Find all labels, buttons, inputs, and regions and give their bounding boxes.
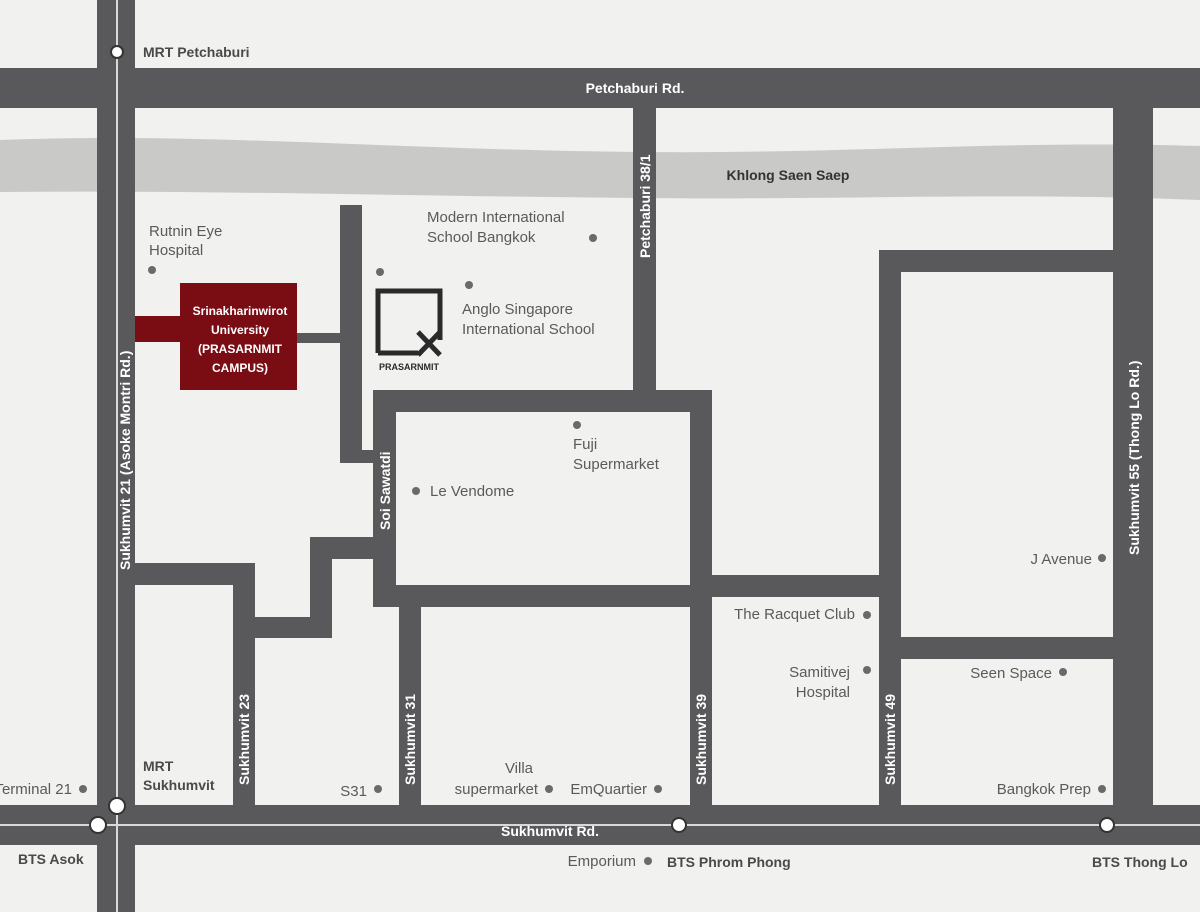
- place-emporium: Emporium: [568, 853, 636, 870]
- road-label-petchaburi-38: Petchaburi 38/1: [637, 154, 653, 258]
- place-marker: [644, 857, 652, 865]
- place-marker: [589, 234, 597, 242]
- place-s31: S31: [340, 783, 367, 800]
- station-label-mrt-sukhumvit: Sukhumvit: [143, 777, 215, 793]
- place-marker: [863, 666, 871, 674]
- place-modern-school: School Bangkok: [427, 229, 536, 246]
- university-line: Srinakharinwirot: [193, 304, 288, 318]
- place-marker: [545, 785, 553, 793]
- place-marker: [376, 268, 384, 276]
- place-marker: [1098, 554, 1106, 562]
- road-s31: [399, 597, 421, 808]
- place-j-avenue: J Avenue: [1031, 551, 1092, 568]
- place-marker: [654, 785, 662, 793]
- place-villa: Villa: [505, 760, 534, 777]
- road-cross-2: [690, 575, 901, 597]
- place-fuji: Supermarket: [573, 456, 660, 473]
- road-north-soi-link: [340, 450, 396, 463]
- station-label-bts-thong-lo: BTS Thong Lo: [1092, 854, 1188, 870]
- university-line: University: [211, 323, 269, 337]
- place-marker: [1059, 668, 1067, 676]
- road-label-s39: Sukhumvit 39: [693, 694, 709, 785]
- station-mrt-sukhumvit-icon[interactable]: [108, 797, 126, 815]
- place-modern-school: Modern International: [427, 209, 565, 226]
- road-soi-sawatdi-top: [373, 390, 712, 412]
- place-racquet-club: The Racquet Club: [734, 606, 855, 623]
- road-label-soi-sawatdi: Soi Sawatdi: [377, 451, 393, 530]
- place-anglo: International School: [462, 321, 595, 338]
- road-north-soi: [340, 205, 362, 463]
- university-block[interactable]: Srinakharinwirot University (PRASARNMIT …: [180, 283, 297, 390]
- road-stair-3: [233, 617, 332, 638]
- road-label-s49: Sukhumvit 49: [882, 694, 898, 785]
- station-bts-phrom-phong-icon[interactable]: [671, 817, 687, 833]
- road-petchaburi-38: [633, 108, 656, 400]
- station-mrt-petchaburi-icon[interactable]: [110, 45, 124, 59]
- road-label-petchaburi: Petchaburi Rd.: [586, 80, 685, 96]
- place-emquartier: EmQuartier: [570, 781, 647, 798]
- road-s23: [233, 563, 255, 808]
- station-label-bts-phrom-phong: BTS Phrom Phong: [667, 854, 791, 870]
- road-label-asoke: Sukhumvit 21 (Asoke Montri Rd.): [117, 351, 133, 570]
- road-label-sukhumvit: Sukhumvit Rd.: [501, 823, 599, 839]
- place-rutnin: Hospital: [149, 242, 203, 259]
- road-label-thonglo: Sukhumvit 55 (Thong Lo Rd.): [1126, 361, 1142, 555]
- university-box: [180, 283, 297, 390]
- logo-x: [378, 330, 442, 357]
- place-samitivej: Hospital: [796, 684, 850, 701]
- place-rutnin: Rutnin Eye: [149, 223, 222, 240]
- station-label-mrt-sukhumvit: MRT: [143, 758, 174, 774]
- university-line: (PRASARNMIT: [198, 342, 283, 356]
- place-marker: [863, 611, 871, 619]
- place-terminal-21: Terminal 21: [0, 781, 72, 798]
- canal-khlong-saen-saep: [0, 137, 1200, 200]
- road-s49-mid: [901, 637, 1113, 659]
- road-petchaburi: [0, 68, 1200, 108]
- place-fuji: Fuji: [573, 436, 597, 453]
- road-stair-2: [310, 537, 332, 638]
- road-uni-link: [297, 333, 342, 343]
- road-s49-top: [879, 250, 1113, 272]
- university-connector: [135, 316, 185, 342]
- station-bts-thong-lo-icon[interactable]: [1099, 817, 1115, 833]
- place-villa: supermarket: [455, 781, 539, 798]
- place-samitivej: Samitivej: [789, 664, 850, 681]
- road-label-s23: Sukhumvit 23: [236, 694, 252, 785]
- road-thonglo: [1113, 108, 1153, 808]
- place-marker: [1098, 785, 1106, 793]
- road-s23-link: [135, 563, 255, 585]
- road-s49: [879, 250, 901, 808]
- road-cross-1: [373, 585, 712, 607]
- logo-text: PRASARNMIT: [379, 362, 440, 372]
- road-label-s31: Sukhumvit 31: [402, 694, 418, 785]
- place-seen-space: Seen Space: [970, 665, 1052, 682]
- place-marker: [148, 266, 156, 274]
- place-marker: [79, 785, 87, 793]
- place-marker: [573, 421, 581, 429]
- prasarnmit-logo: PRASARNMIT: [375, 288, 443, 372]
- canal-label: Khlong Saen Saep: [727, 167, 850, 183]
- place-anglo: Anglo Singapore: [462, 301, 573, 318]
- station-label-bts-asok: BTS Asok: [18, 851, 84, 867]
- place-marker: [465, 281, 473, 289]
- university-line: CAMPUS): [212, 361, 268, 375]
- place-marker: [412, 487, 420, 495]
- station-markers: [89, 45, 1115, 834]
- place-bangkok-prep: Bangkok Prep: [997, 781, 1091, 798]
- station-bts-asok-icon[interactable]: [89, 816, 107, 834]
- station-label-mrt-petchaburi: MRT Petchaburi: [143, 44, 250, 60]
- logo-mark: [375, 288, 443, 353]
- place-le-vendome: Le Vendome: [430, 483, 514, 500]
- places: Rutnin Eye Hospital Modern International…: [0, 209, 1106, 870]
- place-marker: [374, 785, 382, 793]
